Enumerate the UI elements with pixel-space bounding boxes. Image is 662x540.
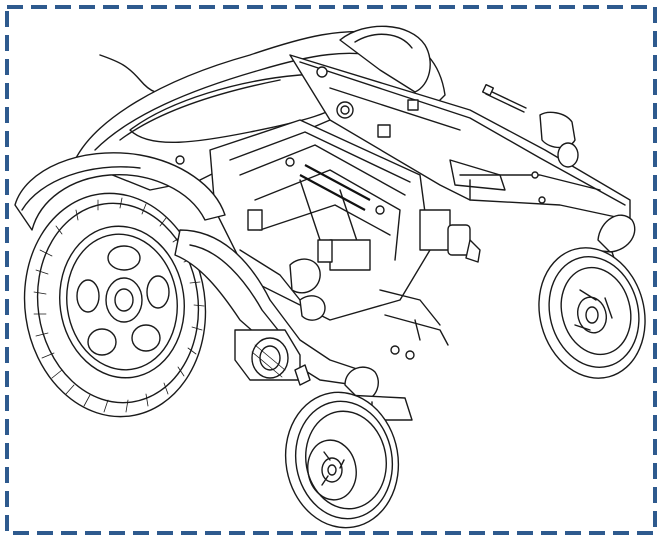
battery-tray	[209, 119, 451, 326]
front-caster-lower	[284, 366, 413, 529]
front-caster-right	[538, 111, 646, 379]
dashed-border	[5, 5, 657, 535]
frame-rails	[289, 54, 631, 221]
wheelchair-base-drawing	[14, 25, 646, 529]
rear-drive-wheel	[14, 152, 226, 418]
fasteners	[175, 66, 546, 360]
swing-arm	[174, 209, 481, 386]
body-shroud	[74, 25, 446, 191]
